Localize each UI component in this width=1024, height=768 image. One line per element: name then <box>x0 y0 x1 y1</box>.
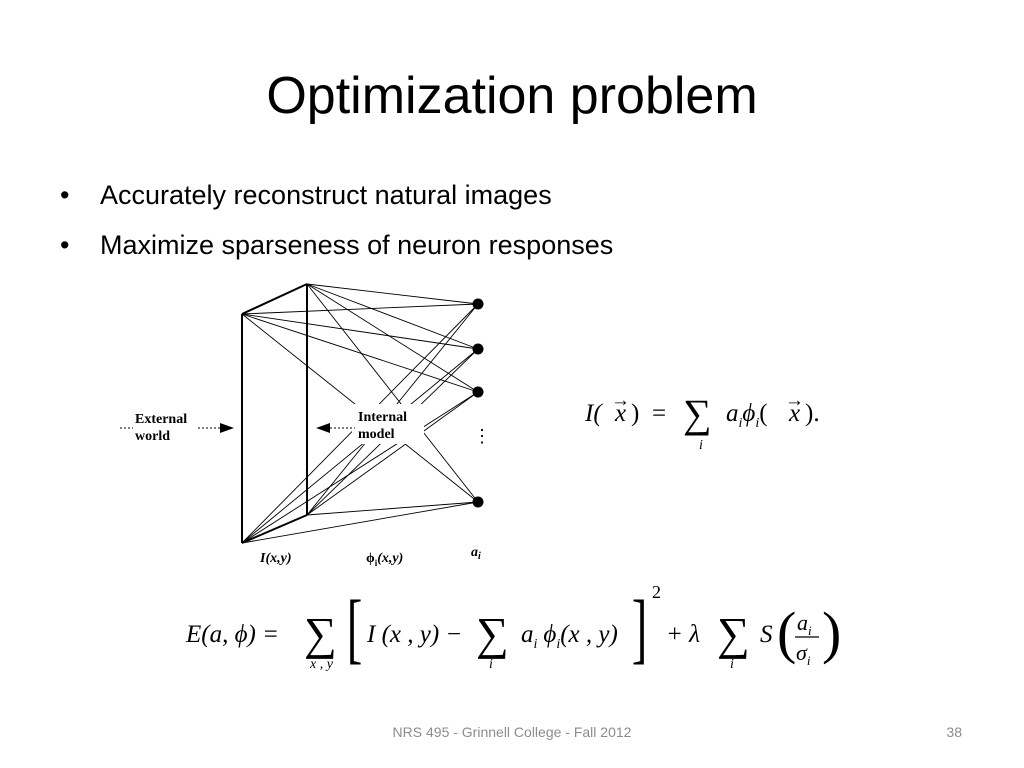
slide-title: Optimization problem <box>266 67 758 125</box>
eq1-phi: ϕ <box>742 400 755 427</box>
label-a: a <box>471 545 478 560</box>
eq2-frac-sigma: σ <box>796 640 808 665</box>
eq2-phi-sub: i <box>556 637 560 652</box>
nodes-ellipsis: ⋮ <box>473 426 491 446</box>
neuron-node <box>472 343 484 355</box>
eq2-sum3-icon: ∑ <box>717 608 750 659</box>
eq2-sum2-icon: ∑ <box>476 608 509 659</box>
eq2-phi-args: (x , y) <box>560 621 618 648</box>
label-coefficient: ai <box>471 545 481 562</box>
bullet-item: • Maximize sparseness of neuron response… <box>60 220 613 270</box>
eq2-plus-lambda: + λ <box>666 621 700 648</box>
eq2-a-sub: i <box>534 637 538 652</box>
label-image: I(x,y) <box>259 551 292 566</box>
label-phi-sub: i <box>375 558 378 568</box>
reconstruction-equation: I( x → ) = ∑ i aiϕi( x → ). <box>584 390 820 453</box>
eq1-phi-sub: i <box>755 416 759 431</box>
eq2-frac-a-sub: i <box>808 623 812 638</box>
eq1-sum-index: i <box>699 438 703 453</box>
bullet-list: • Accurately reconstruct natural images … <box>60 170 613 270</box>
eq1-phi-open: ( <box>759 400 767 427</box>
arrow-right-icon <box>220 423 234 433</box>
prism-frame <box>241 283 308 544</box>
footer-text: NRS 495 - Grinnell College - Fall 2012 <box>392 724 632 740</box>
neuron-node <box>472 298 484 310</box>
label-a-sub: i <box>478 551 481 562</box>
eq1-product: aiϕi( <box>726 400 768 431</box>
eq2-S: S <box>760 621 773 648</box>
label-phi-args: (x,y) <box>377 551 403 566</box>
eq2-right-paren-icon: ) <box>822 600 841 665</box>
eq1-sum-icon: ∑ <box>683 391 712 436</box>
eq2-exponent: 2 <box>652 582 661 602</box>
vector-arrow-icon: → <box>785 390 804 411</box>
eq1-equals: = <box>652 400 666 427</box>
eq2-frac-num: ai <box>797 610 812 638</box>
eq2-sum3-index: i <box>730 657 734 672</box>
internal-label-line2: model <box>358 427 395 442</box>
eq2-sum1-icon: ∑ <box>304 608 337 659</box>
external-label-line2: world <box>135 429 170 444</box>
eq1-vec2: x <box>788 400 800 427</box>
eq1-phi-close: ). <box>805 400 820 427</box>
neuron-node <box>472 386 484 398</box>
label-phi: ϕ <box>366 551 375 566</box>
label-basis: ϕi(x,y) <box>366 551 403 568</box>
eq2-phi: ϕ <box>543 621 556 648</box>
eq1-close: ) <box>631 400 639 427</box>
vector-arrow-icon: → <box>611 390 630 411</box>
eq2-frac-a: a <box>797 610 808 635</box>
external-label-line1: External <box>135 412 187 427</box>
internal-model-arrow <box>316 423 355 433</box>
page-number: 38 <box>946 724 962 740</box>
eq2-left-paren-icon: ( <box>777 600 796 665</box>
eq1-lhs: I( <box>584 400 603 427</box>
eq1-a-sub: i <box>739 416 743 431</box>
eq2-inner-start: I (x , y) − <box>366 621 462 648</box>
eq2-right-bracket-icon: ] <box>632 585 648 671</box>
bullet-text: Maximize sparseness of neuron responses <box>100 230 614 260</box>
bullet-text: Accurately reconstruct natural images <box>100 180 552 210</box>
bullet-symbol: • <box>60 230 70 260</box>
eq2-frac-den: σi <box>796 640 811 668</box>
external-world-arrow <box>120 423 234 433</box>
neuron-nodes <box>472 298 484 508</box>
eq1-a: a <box>726 400 739 427</box>
eq2-frac-sigma-sub: i <box>807 653 811 668</box>
internal-label-line1: Internal <box>358 410 407 425</box>
eq2-lhs: E(a, ϕ) = <box>185 621 279 648</box>
bullet-item: • Accurately reconstruct natural images <box>60 170 613 220</box>
eq2-left-bracket-icon: [ <box>347 585 363 671</box>
neuron-node <box>472 496 484 508</box>
eq2-sum2-index: i <box>489 657 493 672</box>
eq2-sum1-index: x , y <box>309 657 334 672</box>
arrow-left-icon <box>316 423 330 433</box>
bullet-symbol: • <box>60 180 70 210</box>
eq2-a: a <box>521 621 534 648</box>
eq1-vec: x <box>614 400 626 427</box>
internal-label-background <box>352 404 424 444</box>
